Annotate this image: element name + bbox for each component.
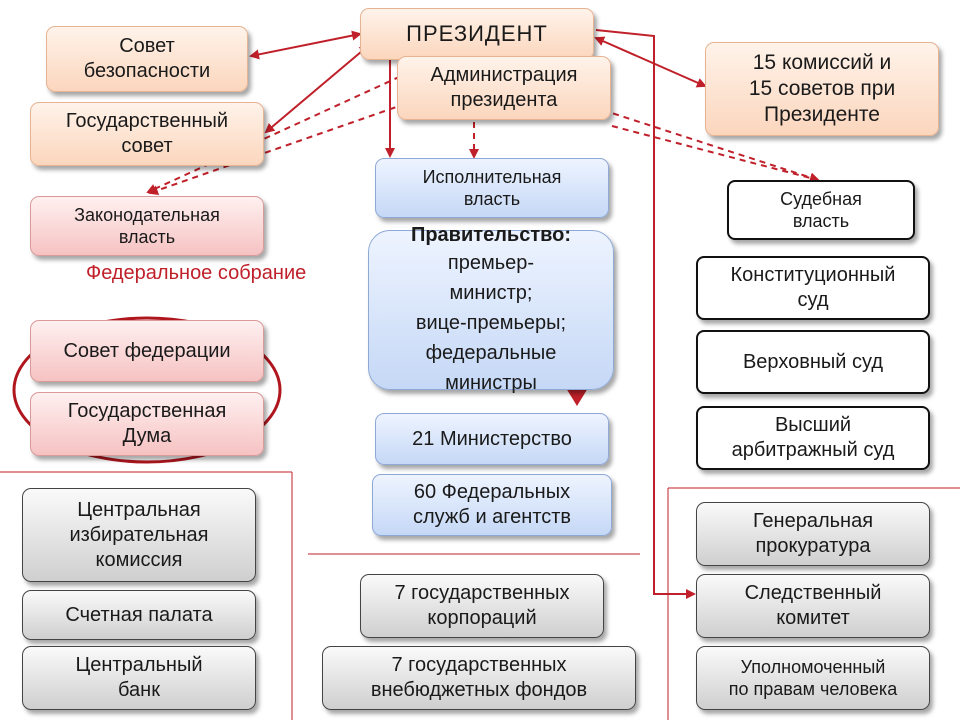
- government-body: премьер- министр; вице-премьеры; федерал…: [415, 251, 567, 394]
- president-box: ПРЕЗИДЕНТ: [360, 8, 594, 60]
- accounts-chamber-label: Счетная палата: [65, 603, 213, 626]
- investigative-committee-label: Следственный комитет: [744, 582, 882, 629]
- government-box: Правительство: премьер- министр; вице-пр…: [368, 224, 614, 394]
- state-corporations-label: 7 государственных корпораций: [394, 582, 570, 629]
- legislative-label: Законодательная власть: [74, 204, 220, 248]
- arbitration-court-box: Высший арбитражный суд: [696, 406, 930, 470]
- ombudsman-label: Уполномоченный по правам человека: [728, 656, 898, 700]
- state-corporations-box: 7 государственных корпораций: [360, 574, 604, 638]
- president-label: ПРЕЗИДЕНТ: [406, 21, 548, 47]
- prosecutor-box: Генеральная прокуратура: [696, 502, 930, 566]
- federal-services-label: 60 Федеральных служб и агентств: [412, 481, 572, 528]
- supreme-court-box: Верховный суд: [696, 330, 930, 394]
- accounts-chamber-box: Счетная палата: [22, 590, 256, 640]
- arrow-president-security: [249, 30, 362, 60]
- arbitration-court-label: Высший арбитражный суд: [731, 414, 895, 461]
- election-commission-label: Центральная избирательная комиссия: [69, 498, 209, 571]
- government-title: Правительство:: [410, 223, 572, 246]
- state-council-box: Государственный совет: [30, 102, 264, 166]
- federation-council-label: Совет федерации: [63, 339, 231, 362]
- supreme-court-label: Верховный суд: [742, 350, 884, 373]
- extrabudgetary-funds-box: 7 государственных внебюджетных фондов: [322, 646, 636, 710]
- constitutional-court-box: Конституционный суд: [696, 256, 930, 320]
- federation-council-box: Совет федерации: [30, 320, 264, 382]
- arrow-president-statecouncil: [264, 44, 370, 134]
- extrabudgetary-funds-label: 7 государственных внебюджетных фондов: [370, 654, 588, 701]
- ministries-label: 21 Министерство: [412, 427, 572, 450]
- state-council-label: Государственный совет: [65, 110, 229, 157]
- federal-services-box: 60 Федеральных служб и агентств: [372, 474, 612, 536]
- ministries-box: 21 Министерство: [375, 413, 609, 465]
- executive-label: Исполнительная власть: [422, 166, 562, 210]
- investigative-committee-box: Следственный комитет: [696, 574, 930, 638]
- federal-assembly-label: Федеральное собрание: [86, 262, 307, 284]
- constitutional-court-label: Конституционный суд: [730, 264, 896, 311]
- ombudsman-box: Уполномоченный по правам человека: [696, 646, 930, 710]
- central-bank-label: Центральный банк: [75, 654, 203, 701]
- security-council-box: Совет безопасности: [46, 26, 248, 92]
- commissions-label: 15 комиссий и 15 советов при Президенте: [748, 50, 896, 127]
- prosecutor-label: Генеральная прокуратура: [752, 510, 874, 557]
- state-duma-box: Государственная Дума: [30, 392, 264, 456]
- legislative-box: Законодательная власть: [30, 196, 264, 256]
- judicial-box: Судебная власть: [727, 180, 915, 240]
- state-duma-label: Государственная Дума: [67, 400, 227, 447]
- arrow-president-commissions: [594, 36, 707, 88]
- central-bank-box: Центральный банк: [22, 646, 256, 710]
- security-council-label: Совет безопасности: [83, 35, 211, 82]
- commissions-box: 15 комиссий и 15 советов при Президенте: [705, 42, 939, 136]
- executive-box: Исполнительная власть: [375, 158, 609, 218]
- judicial-label: Судебная власть: [780, 188, 862, 232]
- administration-label: Администрация президента: [430, 64, 578, 111]
- down-arrow-head: [566, 388, 588, 406]
- administration-box: Администрация президента: [397, 56, 611, 120]
- election-commission-box: Центральная избирательная комиссия: [22, 488, 256, 582]
